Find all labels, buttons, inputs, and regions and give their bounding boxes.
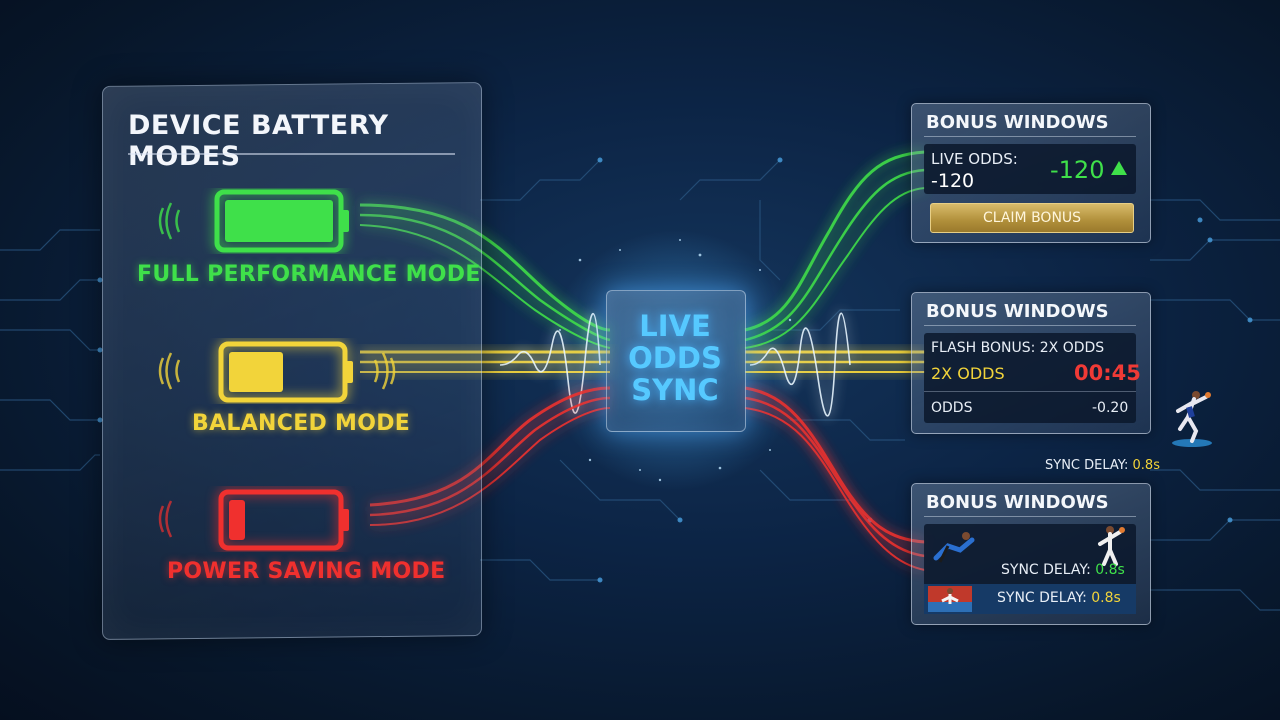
mode-label-balanced: BALANCED MODE (192, 411, 411, 436)
sync-delay-label: SYNC DELAY: (1001, 562, 1091, 578)
multiplier-label: 2X ODDS (931, 364, 1005, 383)
circuit-traces (0, 159, 1280, 611)
flash-bonus-box: FLASH BONUS: 2X ODDS 2X ODDS 00:45 ODDS … (924, 333, 1141, 423)
bonus-card-1: BONUS WINDOWS LIVE ODDS: -120 -120 CLAIM… (911, 103, 1151, 243)
sync-delay-value: 0.8s (1091, 590, 1121, 606)
title-divider (128, 153, 455, 155)
player-court-thumbnail (928, 586, 972, 612)
card-divider (924, 325, 1136, 326)
claim-bonus-button[interactable]: CLAIM BONUS (930, 203, 1134, 233)
mode-label-full-performance: FULL PERFORMANCE MODE (137, 262, 481, 287)
flash-bonus-label: FLASH BONUS: 2X ODDS (931, 340, 1105, 356)
odds-value: -0.20 (1092, 400, 1129, 416)
live-odds-value: -120 (931, 170, 975, 192)
live-odds-highlight: -120 (1050, 156, 1105, 184)
player-figure-icon (1172, 391, 1212, 447)
floating-sync-delay: SYNC DELAY: 0.8s (1045, 458, 1160, 473)
card-title: BONUS WINDOWS (926, 492, 1109, 513)
sync-delay-value: 0.8s (1095, 562, 1125, 578)
live-odds-label: LIVE ODDS: (931, 150, 1018, 168)
card-title: BONUS WINDOWS (926, 301, 1109, 322)
bonus-card-2: BONUS WINDOWS FLASH BONUS: 2X ODDS 2X OD… (911, 292, 1151, 434)
countdown-timer: 00:45 (1074, 361, 1141, 385)
signal-wave (499, 312, 851, 417)
card-divider (924, 136, 1136, 137)
live-odds-box: LIVE ODDS: -120 -120 (924, 144, 1136, 194)
up-triangle-icon (1111, 161, 1127, 175)
live-odds-sync-hub (606, 290, 746, 432)
green-stream (359, 150, 926, 349)
card-title: BONUS WINDOWS (926, 112, 1109, 133)
sync-delay-label: SYNC DELAY: (1045, 458, 1129, 473)
bonus-card-3: BONUS WINDOWS SYNC DELAY: 0.8s SYNC DELA… (911, 483, 1151, 625)
odds-label: ODDS (931, 400, 973, 416)
battery-full-icon (158, 189, 349, 253)
panel-title: DEVICE BATTERY MODES (128, 110, 389, 172)
row-divider (924, 391, 1136, 392)
live-odds-sync-label: LIVE ODDS SYNC (628, 309, 722, 407)
sync-delay-value: 0.8s (1132, 458, 1160, 473)
card-divider (924, 516, 1136, 517)
player-dribble-thumbnail (1098, 526, 1125, 566)
battery-low-icon (158, 489, 349, 551)
red-stream (369, 386, 926, 571)
player-action-thumbnail (933, 532, 975, 563)
mode-label-power-saving: POWER SAVING MODE (167, 559, 446, 584)
sync-media-box: SYNC DELAY: 0.8s SYNC DELAY: 0.8s (924, 524, 1136, 614)
sync-delay-row-1: SYNC DELAY: 0.8s (1001, 562, 1125, 578)
sync-delay-row-2: SYNC DELAY: 0.8s (997, 590, 1121, 606)
battery-half-icon (158, 341, 396, 403)
sync-delay-label: SYNC DELAY: (997, 590, 1087, 606)
